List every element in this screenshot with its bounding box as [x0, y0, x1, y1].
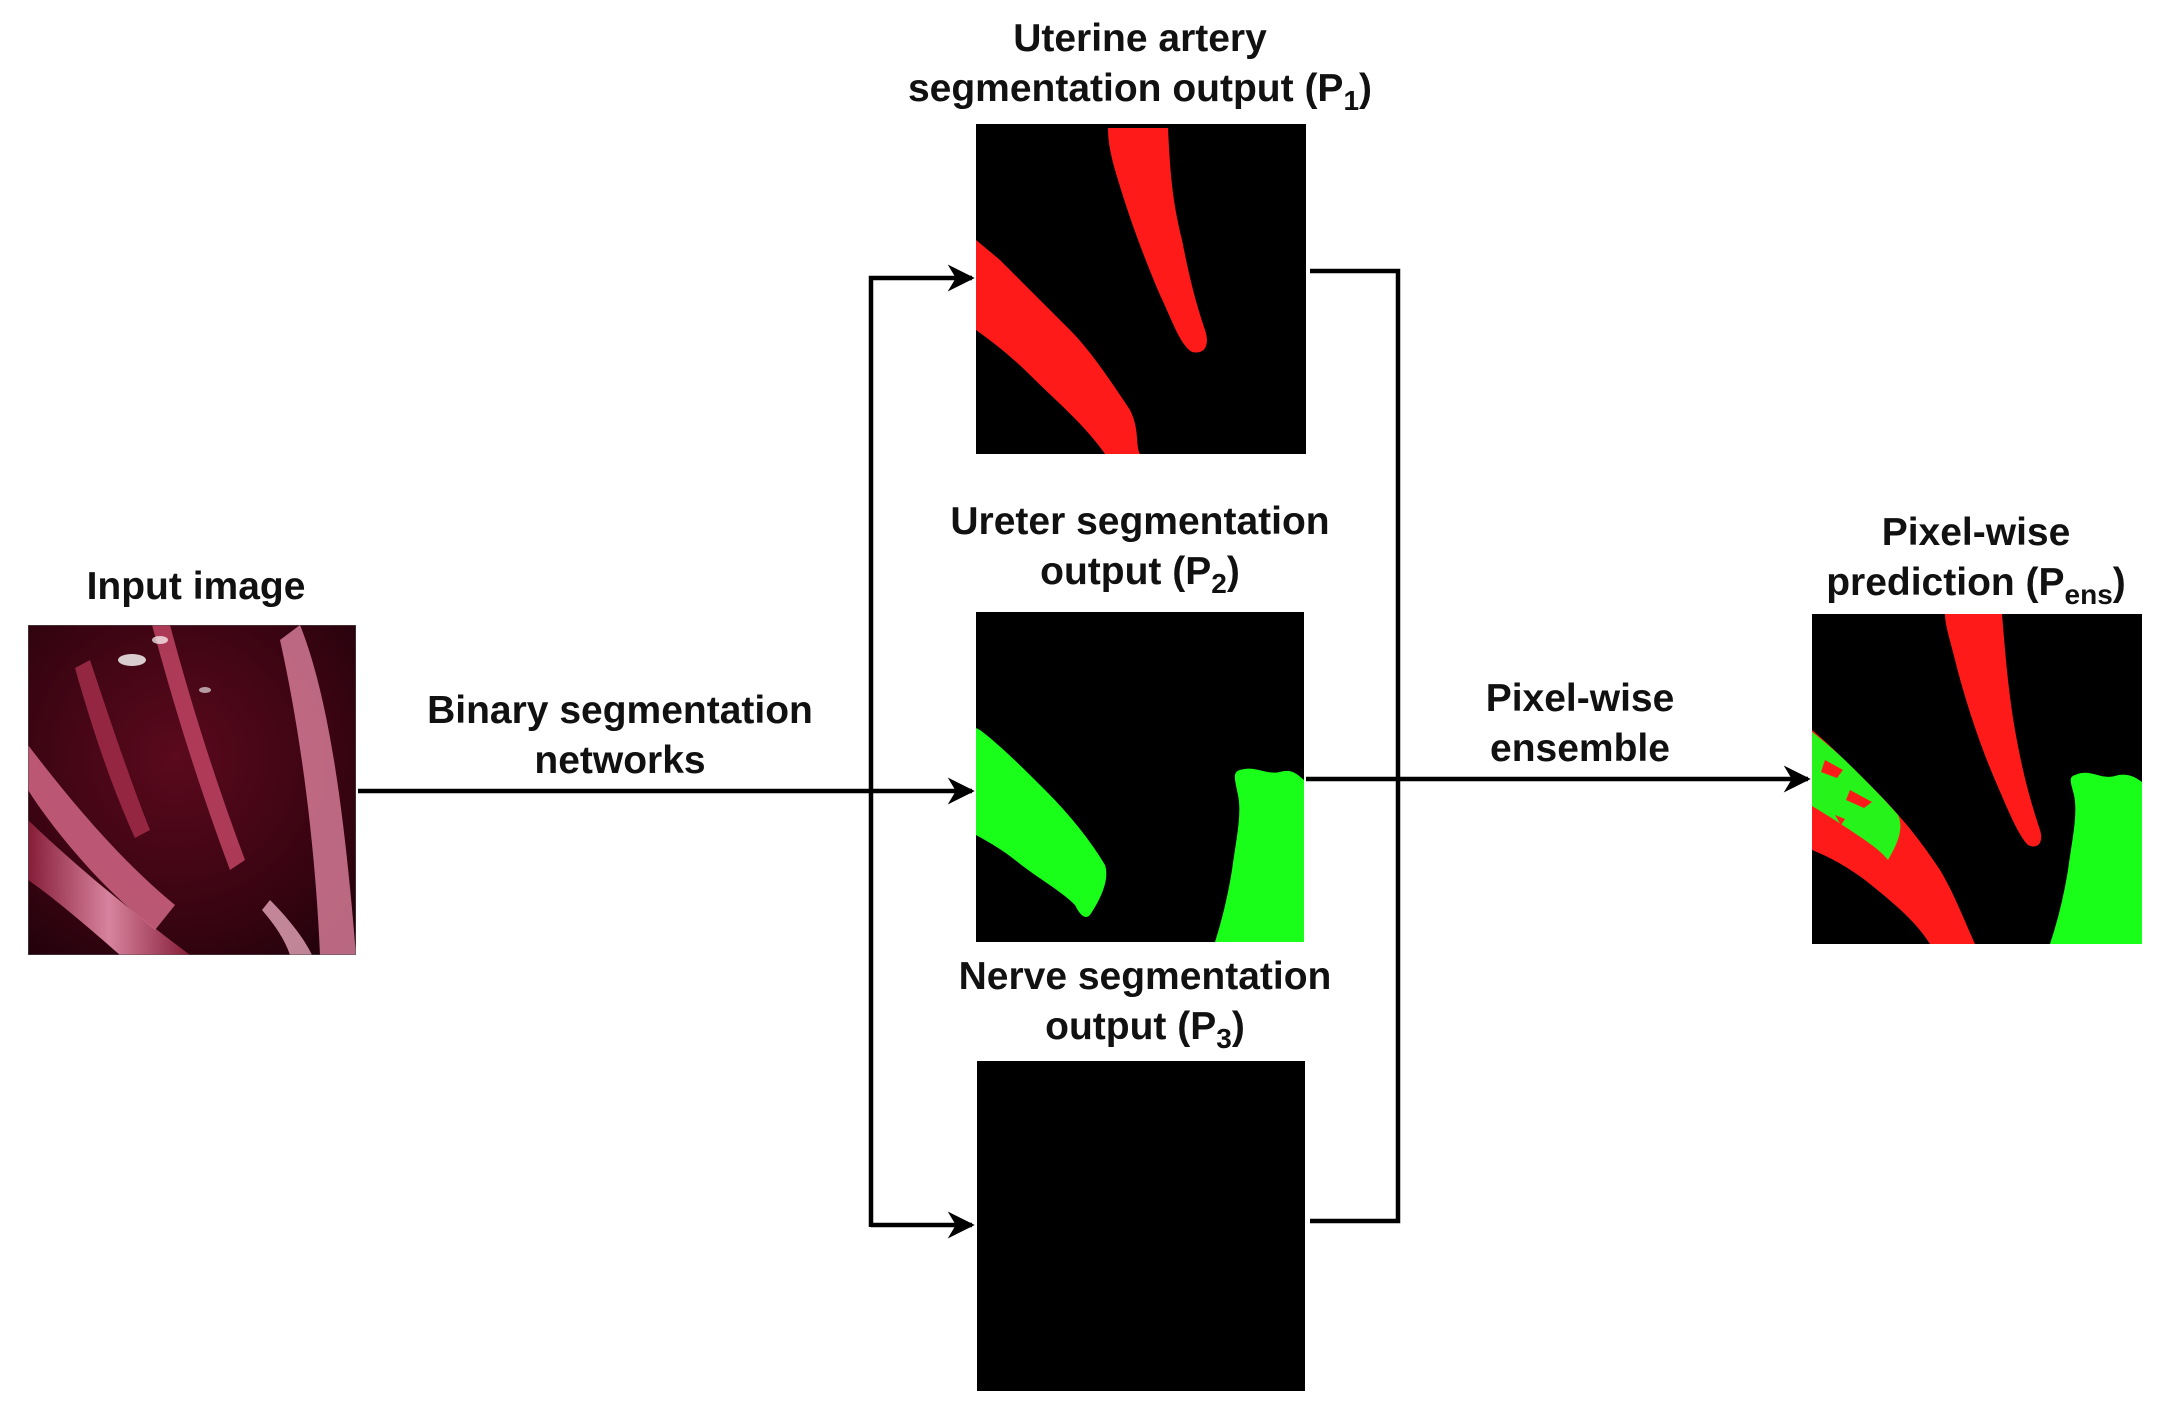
branch-to-p1-arrow — [868, 264, 975, 1227]
input-image — [28, 625, 356, 955]
binary-networks-label: Binary segmentation networks — [427, 689, 813, 782]
ureter-region — [976, 728, 1107, 917]
p3-mask — [977, 1061, 1305, 1391]
pixel-ensemble-label: Pixel-wise ensemble — [1485, 677, 1675, 770]
ensemble-title: Pixel-wise prediction (Pens) — [1826, 511, 2126, 610]
connectors — [358, 264, 1811, 1239]
ensemble-ureter-region — [2050, 772, 2142, 944]
input-image-title: Input image — [86, 565, 306, 608]
artery-region — [976, 240, 1140, 454]
ensemble-mask — [1812, 614, 2142, 944]
p1-collector — [1310, 268, 1401, 1224]
ureter-region — [1215, 768, 1304, 942]
p2-title: Ureter segmentation output (P2) — [950, 500, 1330, 599]
p2-mask — [976, 612, 1304, 942]
p1-mask — [976, 124, 1306, 454]
p1-title: Uterine artery segmentation output (P1) — [907, 17, 1373, 116]
artery-region — [1108, 128, 1207, 353]
p3-title: Nerve segmentation output (P3) — [958, 955, 1332, 1054]
ensemble-artery-region — [1945, 614, 2042, 847]
